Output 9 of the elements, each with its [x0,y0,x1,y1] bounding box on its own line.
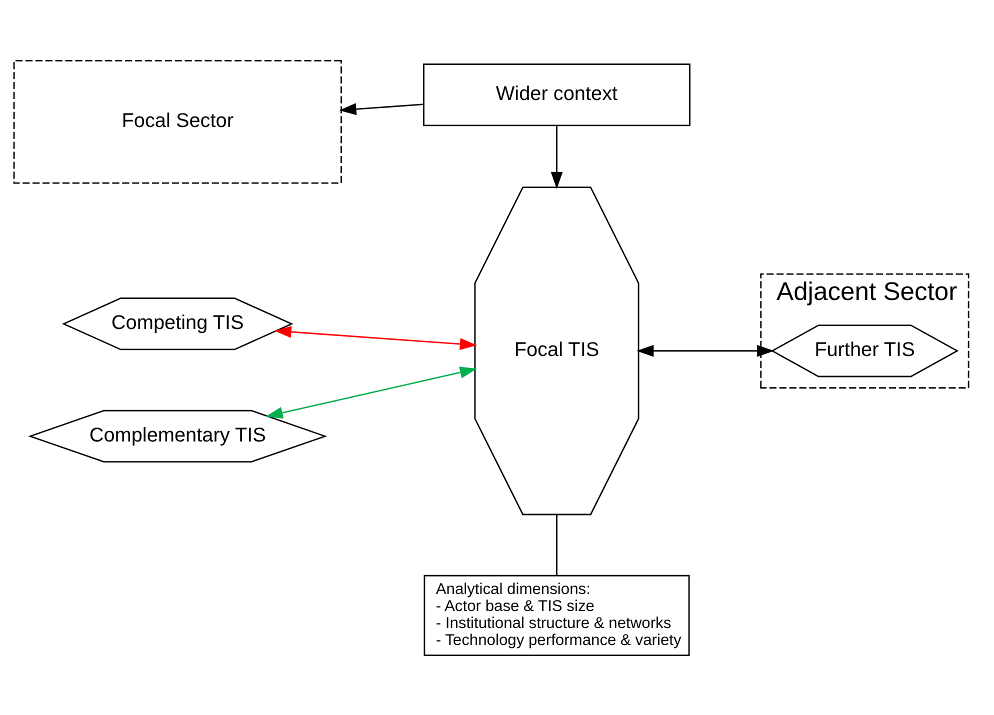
connector [556,514,558,575]
arrow [550,125,563,189]
node-box: Analytical dimensions: - Actor base & TIS size - Institutional structure & networks - Technology performance & variety [424,574,690,656]
arrow [636,344,774,356]
node-box: Focal Sector [13,59,342,184]
arrow [266,366,478,418]
arrow [339,102,424,115]
node-box: Wider context [423,63,690,126]
arrow [274,325,477,350]
